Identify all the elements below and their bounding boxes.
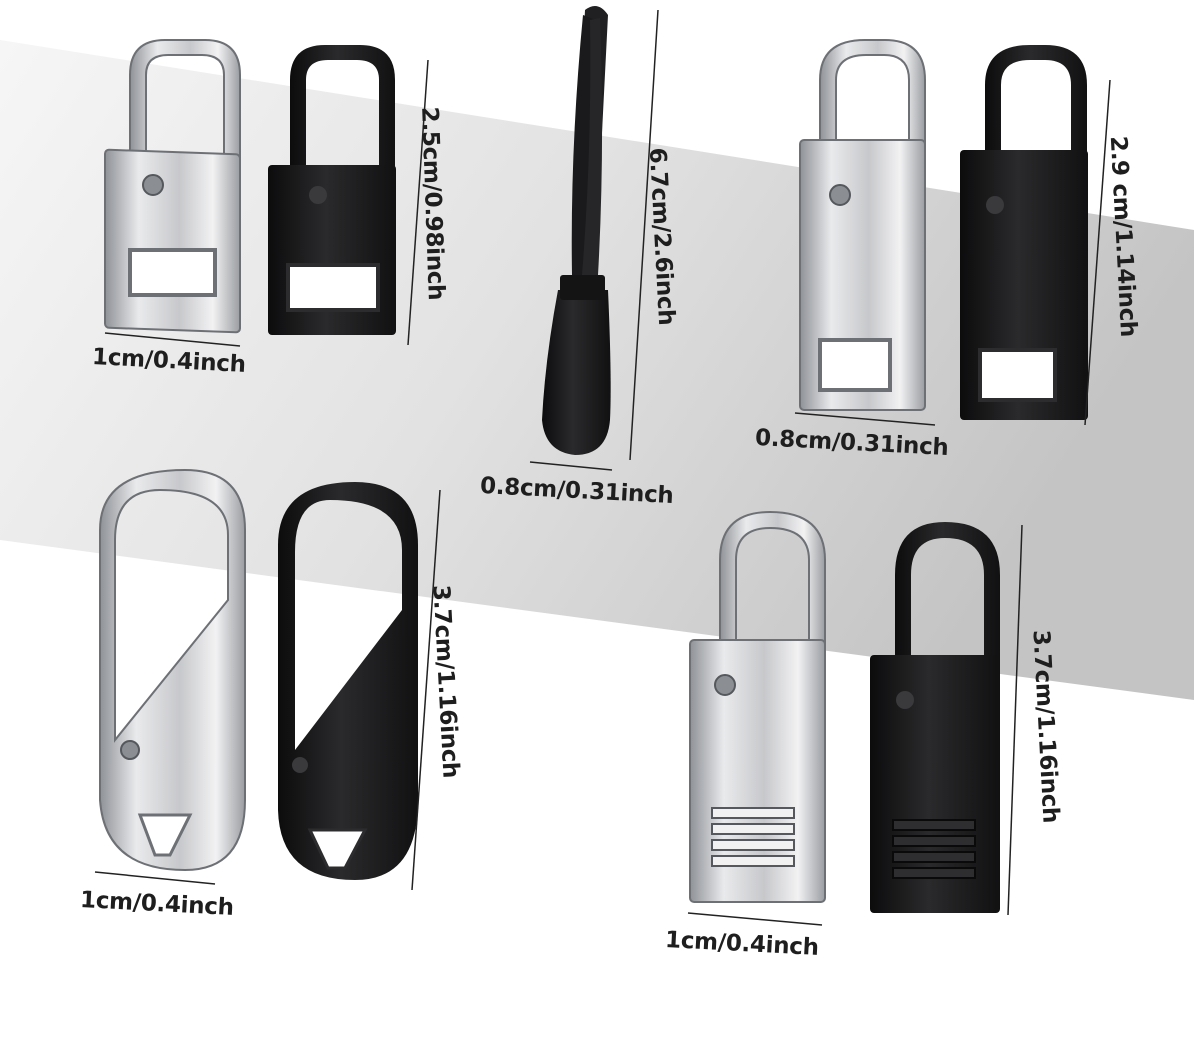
zipper-pull-silver-3: [99, 468, 246, 872]
zipper-pull-silver-2: [799, 39, 926, 411]
cord-height-line: [629, 9, 659, 461]
zipper-pull-black-3: [278, 482, 418, 880]
zipper-pull-black-4: [870, 522, 1000, 913]
pair2-width-line: [794, 412, 936, 426]
zipper-pull-silver-1: [104, 39, 241, 334]
cord-zipper-pull: [542, 6, 611, 455]
zipper-pull-black-2: [960, 45, 1088, 420]
pair3-width-line: [94, 871, 216, 885]
pair1-width-line: [104, 332, 241, 347]
pair1-height-label: 2.5cm/0.98inch: [416, 106, 449, 301]
cord-width-line: [529, 461, 613, 471]
pair1-height-line: [407, 59, 429, 346]
pair3-height-line: [411, 489, 441, 891]
pair4-height-line: [1007, 524, 1023, 916]
pair2-height-line: [1084, 79, 1111, 426]
zipper-pull-black-1: [268, 45, 396, 335]
zipper-pull-silver-4: [689, 510, 826, 903]
pair4-width-line: [687, 912, 823, 926]
